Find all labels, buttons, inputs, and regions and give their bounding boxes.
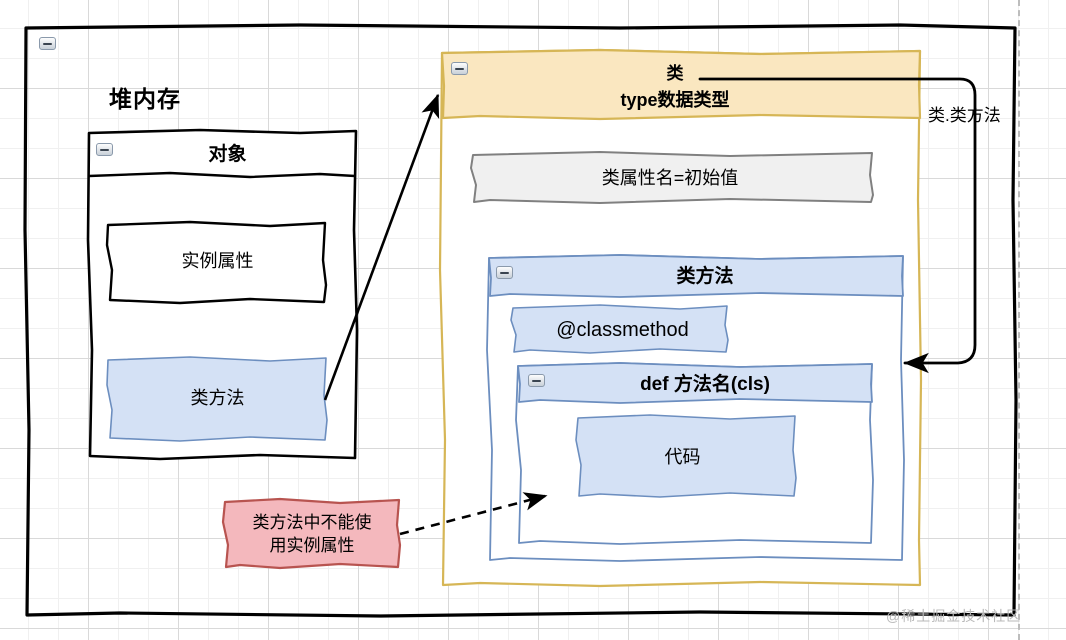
- page-break-line: [1018, 0, 1020, 640]
- watermark: @稀土掘金技术社区: [886, 608, 1022, 624]
- object-class-method-label: 类方法: [190, 388, 245, 409]
- instance-attribute-label: 实例属性: [181, 251, 254, 272]
- object-header-label: 对象: [208, 144, 247, 166]
- collapse-icon-def[interactable]: [528, 374, 545, 387]
- def-signature-label: def 方法名(cls): [640, 374, 770, 396]
- collapse-icon-class[interactable]: [451, 62, 468, 75]
- class-method-header-label: 类方法: [676, 266, 734, 288]
- heap-title: 堆内存: [109, 85, 181, 112]
- class-attribute-label: 类属性名=初始值: [601, 168, 739, 189]
- collapse-icon-object[interactable]: [96, 143, 113, 156]
- class-header-line2: type数据类型: [620, 90, 730, 111]
- warning-note-label: 类方法中不能使 用实例属性: [252, 513, 372, 555]
- code-label: 代码: [664, 447, 701, 468]
- collapse-icon-class-method[interactable]: [496, 266, 513, 279]
- collapse-icon-heap[interactable]: [39, 37, 56, 50]
- class-header-line1: 类: [666, 63, 684, 83]
- decorator-label: @classmethod: [556, 318, 689, 341]
- call-label: 类.类方法: [928, 105, 1001, 125]
